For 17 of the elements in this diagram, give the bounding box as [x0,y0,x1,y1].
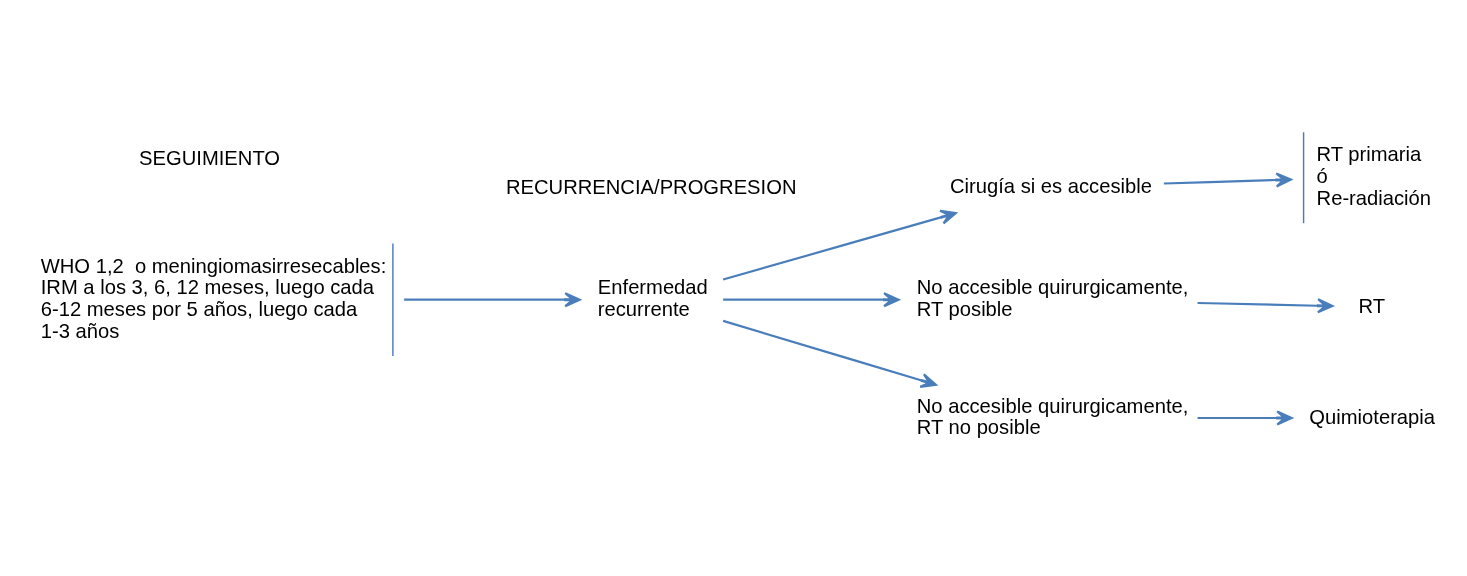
arrow [722,209,957,281]
node-text: RT primaria ó Re-radiación [1316,142,1432,209]
node-text: No accesible quirurgicamente, RT no posible [916,394,1189,438]
node-text: Enfermedad recurrente [597,275,708,320]
arrow [404,291,581,307]
node-text: Cirugía si es accesible [949,174,1152,197]
node-text: Quimioterapia [1309,405,1436,428]
node-text: RT [1358,294,1385,317]
label: SEGUIMIENTO [139,146,281,169]
arrow [1197,297,1334,313]
arrow [722,319,937,388]
label: RECURRENCIA/PROGRESION [505,175,797,198]
arrow [1197,409,1293,426]
node-text: No accesible quirurgicamente, RT posible [916,275,1189,320]
arrow [1163,171,1292,188]
arrow [723,291,900,307]
node-text: WHO 1,2 o meningiomasirresecables: IRM a los 3, 6, 12 meses, luego cada 6-12 meses por 5 años, luego cada 1-3 años [40,254,387,341]
